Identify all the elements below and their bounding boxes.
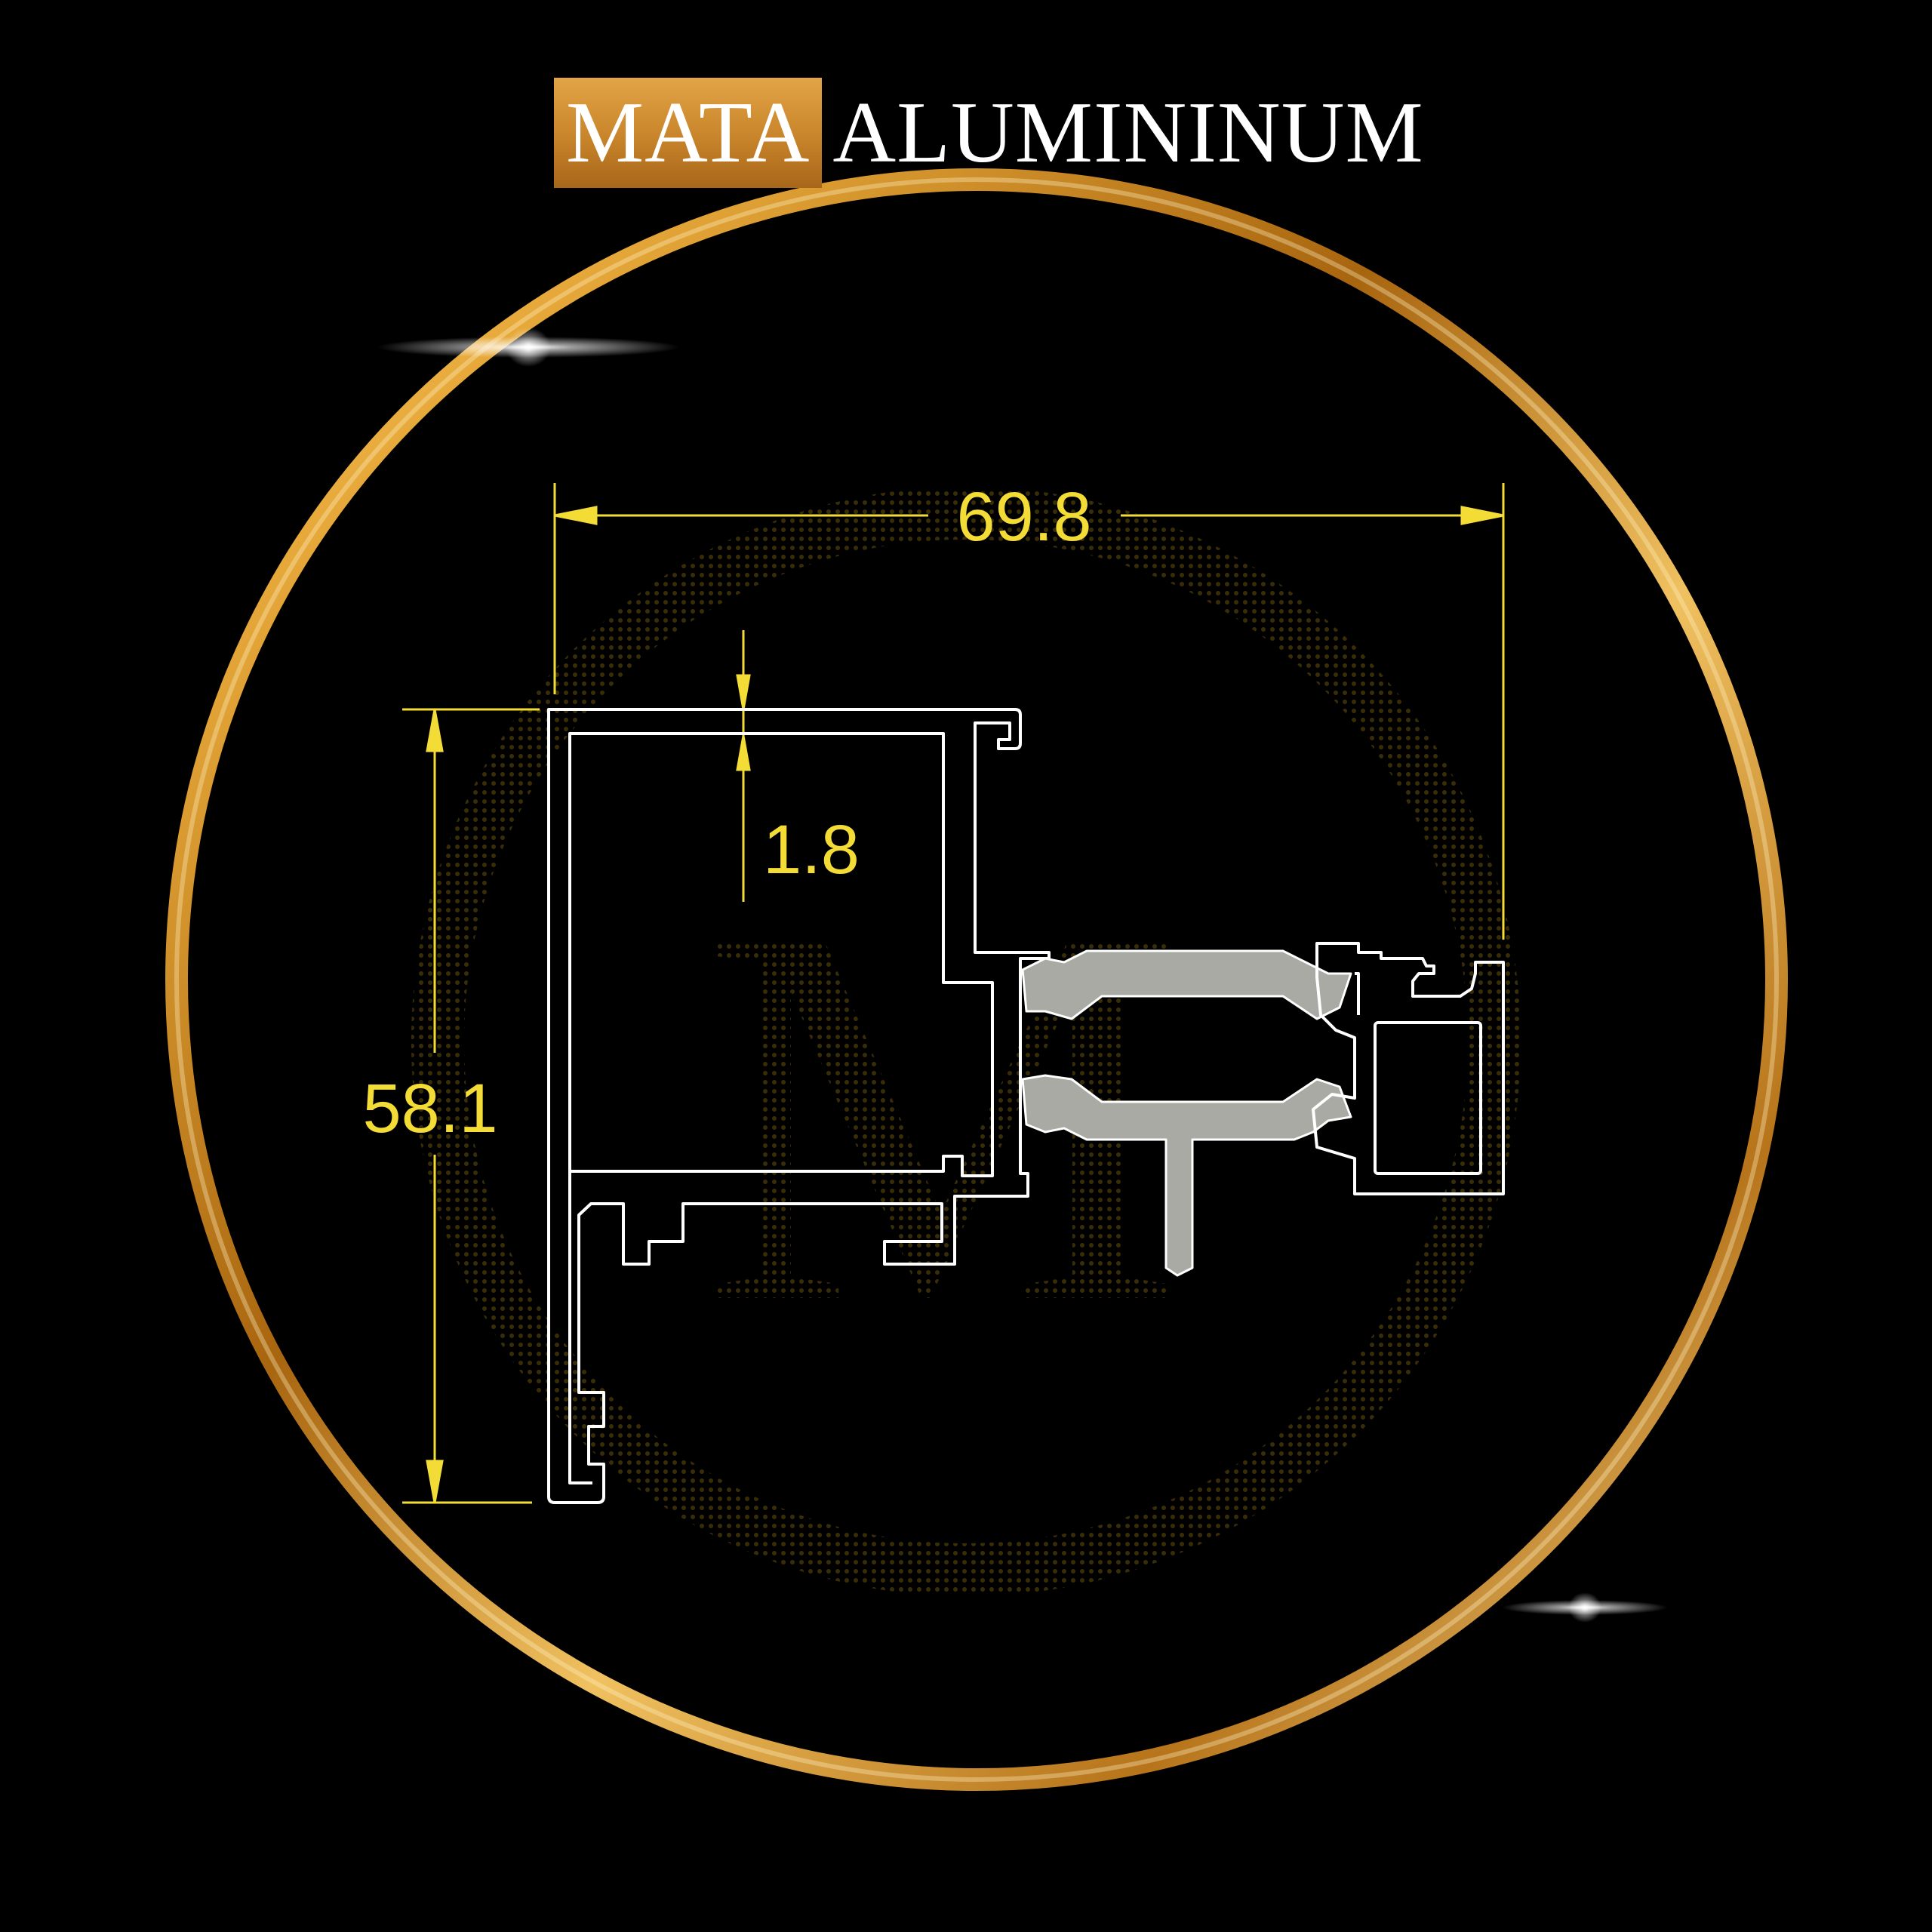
flare-top-left <box>377 328 679 367</box>
thermal-break <box>1021 949 1352 1277</box>
aluminium-frame-left <box>547 708 1051 1504</box>
flare-bottom-right <box>1502 1592 1668 1623</box>
dimension-thickness-label: 1.8 <box>763 811 860 888</box>
dimension-width-label: 69.8 <box>956 478 1091 555</box>
dimension-lines <box>402 483 1505 1504</box>
golden-ring <box>165 168 1788 1791</box>
brand-title: MATA ALUMININUM <box>554 78 1424 188</box>
brand-name: ALUMININUM <box>832 85 1424 181</box>
aluminium-frame-right <box>1312 942 1505 1195</box>
dimension-height-label: 58.1 <box>362 1070 497 1147</box>
brand-highlight: MATA <box>554 78 823 188</box>
